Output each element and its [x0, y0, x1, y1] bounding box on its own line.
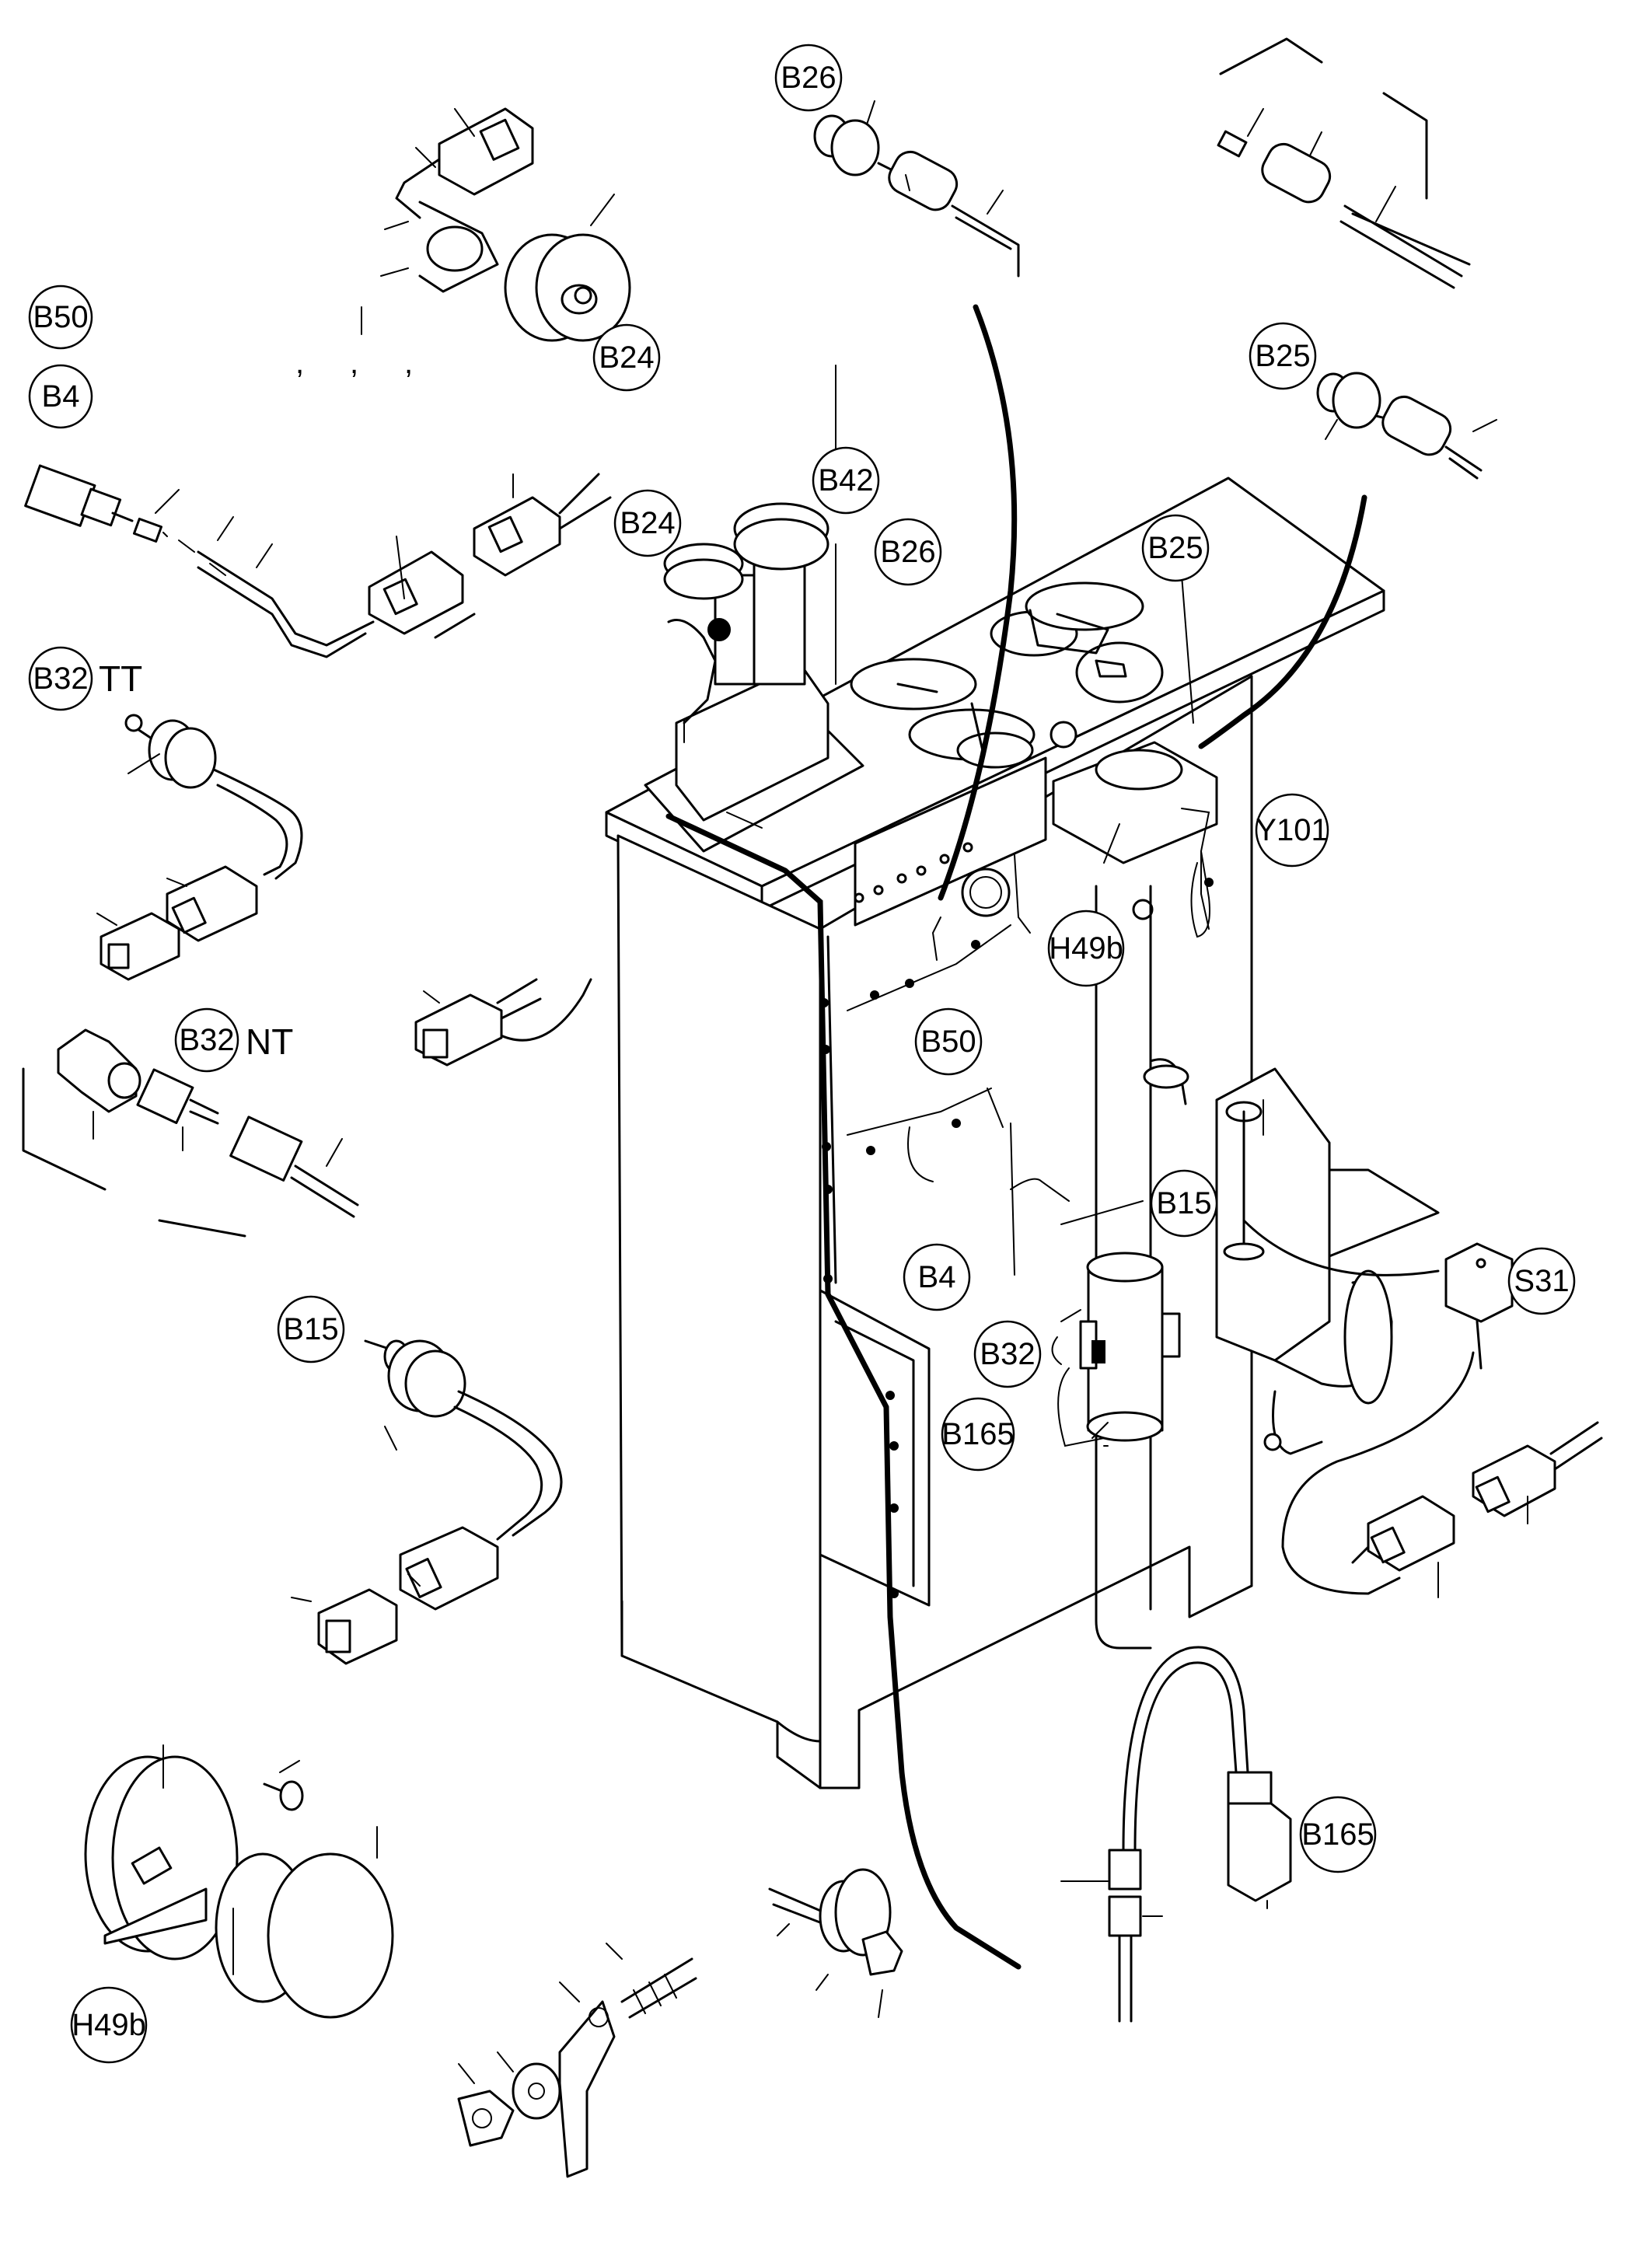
leader-b165 [1091, 1422, 1109, 1439]
callout-b50-top: B50 [28, 285, 93, 350]
mounting-hardware [457, 1868, 903, 2178]
detail-b32-nt-sensor [22, 1028, 359, 1238]
suffix-tt: TT [99, 658, 142, 699]
connector-left-middle [414, 978, 542, 1067]
callout-b24-main: B24 [613, 489, 682, 557]
callout-b26-detail: B26 [774, 44, 843, 112]
callout-b42: B42 [812, 446, 880, 515]
callout-b4-top: B4 [28, 364, 93, 429]
callout-h49b-main-text: H49b [1049, 931, 1123, 965]
leader-b15 [1060, 1200, 1144, 1225]
detail-s31-switch [1281, 1242, 1603, 1598]
tick-mark-3: , [404, 346, 413, 380]
callout-y101-text: Y101 [1256, 813, 1328, 847]
callout-b4-main: B4 [903, 1243, 971, 1311]
detail-b32-tt-sensor [96, 714, 303, 981]
tick-mark-2: , [350, 346, 358, 380]
callout-b42-text: B42 [818, 463, 873, 498]
callout-b15-detail-text: B15 [283, 1312, 338, 1346]
callout-b165-detail: B165 [1299, 1796, 1377, 1873]
detail-b24-sensor [361, 107, 631, 342]
callout-b50-top-text: B50 [33, 300, 88, 334]
callout-b4-top-text: B4 [42, 379, 80, 414]
callout-b32-tt-text: B32 [33, 662, 88, 696]
callout-h49b-main: H49b [1047, 910, 1125, 987]
main-harness [665, 808, 1214, 1970]
callout-s31-text: S31 [1514, 1264, 1569, 1298]
tick-mark-1: , [295, 346, 304, 380]
suffix-nt: NT [246, 1021, 293, 1062]
detail-b25-sensor [1316, 372, 1497, 480]
valve-block [854, 721, 1218, 927]
callout-y101: Y101 [1255, 793, 1329, 868]
callout-b25-main: B25 [1141, 514, 1210, 582]
leader-b25 [1181, 574, 1194, 724]
callout-b25-main-text: B25 [1147, 531, 1203, 565]
detail-b4-sensor [24, 464, 612, 658]
callout-b24-detail: B24 [592, 323, 661, 392]
callout-b165-main-text: B165 [941, 1417, 1014, 1451]
detail-b15-sensor [291, 1339, 563, 1665]
callout-b26-main-text: B26 [880, 535, 935, 569]
callout-b165-main: B165 [941, 1397, 1015, 1472]
callout-b24-detail-text: B24 [599, 340, 654, 375]
callout-b15-main-text: B15 [1156, 1186, 1211, 1220]
callout-h49b-detail-text: H49b [72, 2008, 146, 2042]
callout-b32-nt: B32 [174, 1007, 239, 1073]
filter-b24-assembly [644, 502, 864, 853]
detail-b26-sensor [813, 100, 1020, 278]
callout-b26-main: B26 [874, 518, 942, 586]
manometer-h49b-mounted [961, 868, 1154, 920]
callout-b26-detail-text: B26 [781, 61, 836, 95]
leader-cables [496, 304, 1440, 1276]
callout-b24-main-text: B24 [620, 506, 675, 540]
detail-h49b-gauge [84, 1744, 394, 2019]
callout-b4-main-text: B4 [918, 1260, 956, 1294]
side-return-filter [1215, 1067, 1393, 1455]
callout-b25-detail: B25 [1249, 322, 1317, 390]
filter-caps [850, 581, 1164, 769]
leader-b32 [1060, 1309, 1081, 1322]
callout-b165-detail-text: B165 [1301, 1817, 1374, 1852]
callout-b15-detail: B15 [277, 1295, 345, 1363]
callout-b50-main: B50 [914, 1007, 983, 1076]
callout-b32-nt-text: B32 [179, 1023, 234, 1057]
detail-top-right-sensor [1217, 37, 1471, 289]
callout-b32-main: B32 [973, 1320, 1042, 1388]
callout-b15-main: B15 [1150, 1169, 1218, 1238]
callout-h49b-detail: H49b [70, 1986, 148, 2064]
callout-b32-tt: B32 [28, 646, 93, 711]
callout-b32-main-text: B32 [980, 1337, 1035, 1371]
callout-s31: S31 [1507, 1247, 1576, 1315]
callout-b50-main-text: B50 [920, 1025, 976, 1059]
callout-b25-detail-text: B25 [1255, 339, 1310, 373]
detail-b165-sensor [1060, 1646, 1292, 2023]
